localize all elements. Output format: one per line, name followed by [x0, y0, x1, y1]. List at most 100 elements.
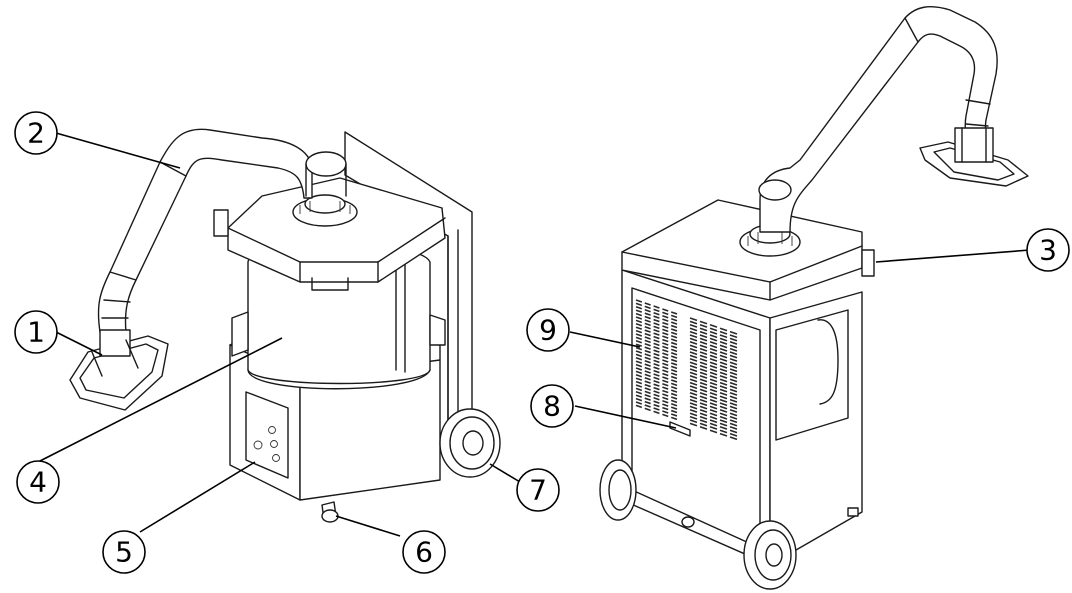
vent-slot — [670, 355, 678, 359]
vent-slot — [729, 368, 738, 373]
vent-slot — [699, 378, 708, 383]
vent-slot — [644, 302, 651, 306]
leader-lines — [37, 132, 1031, 537]
vent-slot — [644, 332, 651, 337]
vent-slot — [719, 398, 728, 403]
callout-8: 8 — [530, 384, 574, 428]
callout-1-label: 1 — [27, 316, 45, 349]
callout-4: 4 — [16, 460, 60, 504]
vent-slot — [635, 299, 643, 303]
vent-slot — [662, 396, 669, 401]
vent-slot — [719, 392, 728, 396]
vent-slot — [644, 343, 651, 347]
vent-slot — [635, 377, 643, 381]
vent-slot — [635, 357, 643, 361]
vent-slot — [635, 333, 643, 337]
vent-slot — [729, 364, 738, 369]
vent-slot — [699, 422, 708, 427]
vent-slot — [699, 320, 708, 325]
vent-slot — [709, 347, 718, 352]
vent-slot — [729, 378, 738, 383]
vent-slot — [670, 348, 678, 353]
vent-slot — [689, 344, 698, 349]
vent-slot — [699, 344, 708, 349]
callout-2-label: 2 — [27, 117, 45, 150]
vent-slot — [635, 374, 643, 378]
vent-slot — [689, 415, 698, 420]
vent-slot — [689, 395, 698, 400]
leader-4 — [37, 337, 283, 463]
vent-slot — [689, 317, 698, 322]
vent-slot — [644, 363, 651, 367]
vent-slot — [644, 366, 651, 371]
vent-slot — [653, 346, 660, 350]
vent-slot — [719, 375, 728, 379]
vent-slot — [729, 358, 738, 362]
vent-slot — [689, 334, 698, 339]
vent-slot — [729, 347, 738, 352]
vent-slot — [709, 341, 718, 345]
control-panel — [245, 391, 289, 479]
vent-slot — [729, 432, 738, 437]
vent-slot — [699, 354, 708, 359]
vent-slot — [719, 405, 728, 410]
vent-slot — [729, 381, 738, 386]
rear-vent-grilles — [635, 299, 738, 441]
vent-slot — [635, 340, 643, 344]
vent-slot — [670, 324, 678, 329]
vent-slot — [709, 392, 718, 396]
vent-slot — [699, 330, 708, 335]
vent-slot — [729, 405, 738, 410]
vent-slot — [635, 346, 643, 351]
vent-slot — [662, 376, 669, 380]
vent-slot — [699, 375, 708, 379]
vent-slot — [709, 385, 718, 390]
callout-6-label: 6 — [415, 536, 433, 569]
vent-slot — [699, 398, 708, 403]
vent-slot — [699, 419, 708, 424]
callout-5: 5 — [102, 530, 146, 574]
vent-slot — [699, 415, 708, 420]
vent-slot — [699, 409, 708, 413]
vent-slot — [662, 308, 669, 312]
vent-slot — [729, 337, 738, 342]
vent-slot — [729, 429, 738, 434]
vent-slot — [689, 419, 698, 424]
vent-slot — [729, 419, 738, 424]
vent-slot — [644, 336, 651, 340]
vent-slot — [729, 415, 738, 420]
vent-slot — [653, 305, 660, 309]
vent-slot — [670, 328, 678, 332]
vent-slot — [719, 378, 728, 383]
vent-slot — [699, 395, 708, 400]
vent-slot — [709, 368, 718, 373]
vent-slot — [729, 375, 738, 379]
vent-slot — [729, 351, 738, 356]
vent-slot — [709, 327, 718, 332]
vent-slot — [699, 324, 708, 328]
vent-slot — [653, 407, 660, 411]
vent-slot — [644, 319, 651, 323]
vent-slot — [729, 330, 738, 335]
vent-slot — [729, 334, 738, 339]
callout-9-label: 9 — [539, 314, 557, 347]
leader-3 — [875, 249, 1031, 263]
vent-slot — [644, 370, 651, 374]
vent-slot — [729, 426, 738, 430]
vent-slot — [635, 302, 643, 307]
vent-slot — [719, 426, 728, 430]
vent-slot — [699, 426, 708, 430]
vent-slot — [709, 354, 718, 359]
vent-slot — [719, 415, 728, 420]
vent-slot — [689, 409, 698, 413]
vent-slot — [719, 402, 728, 407]
vent-slot — [653, 332, 660, 336]
vent-slot — [670, 396, 678, 400]
vent-slot — [729, 409, 738, 413]
vent-slot — [719, 429, 728, 434]
vent-slot — [719, 368, 728, 373]
vent-slot — [689, 398, 698, 403]
vent-slot — [709, 358, 718, 362]
vent-slot — [699, 327, 708, 332]
